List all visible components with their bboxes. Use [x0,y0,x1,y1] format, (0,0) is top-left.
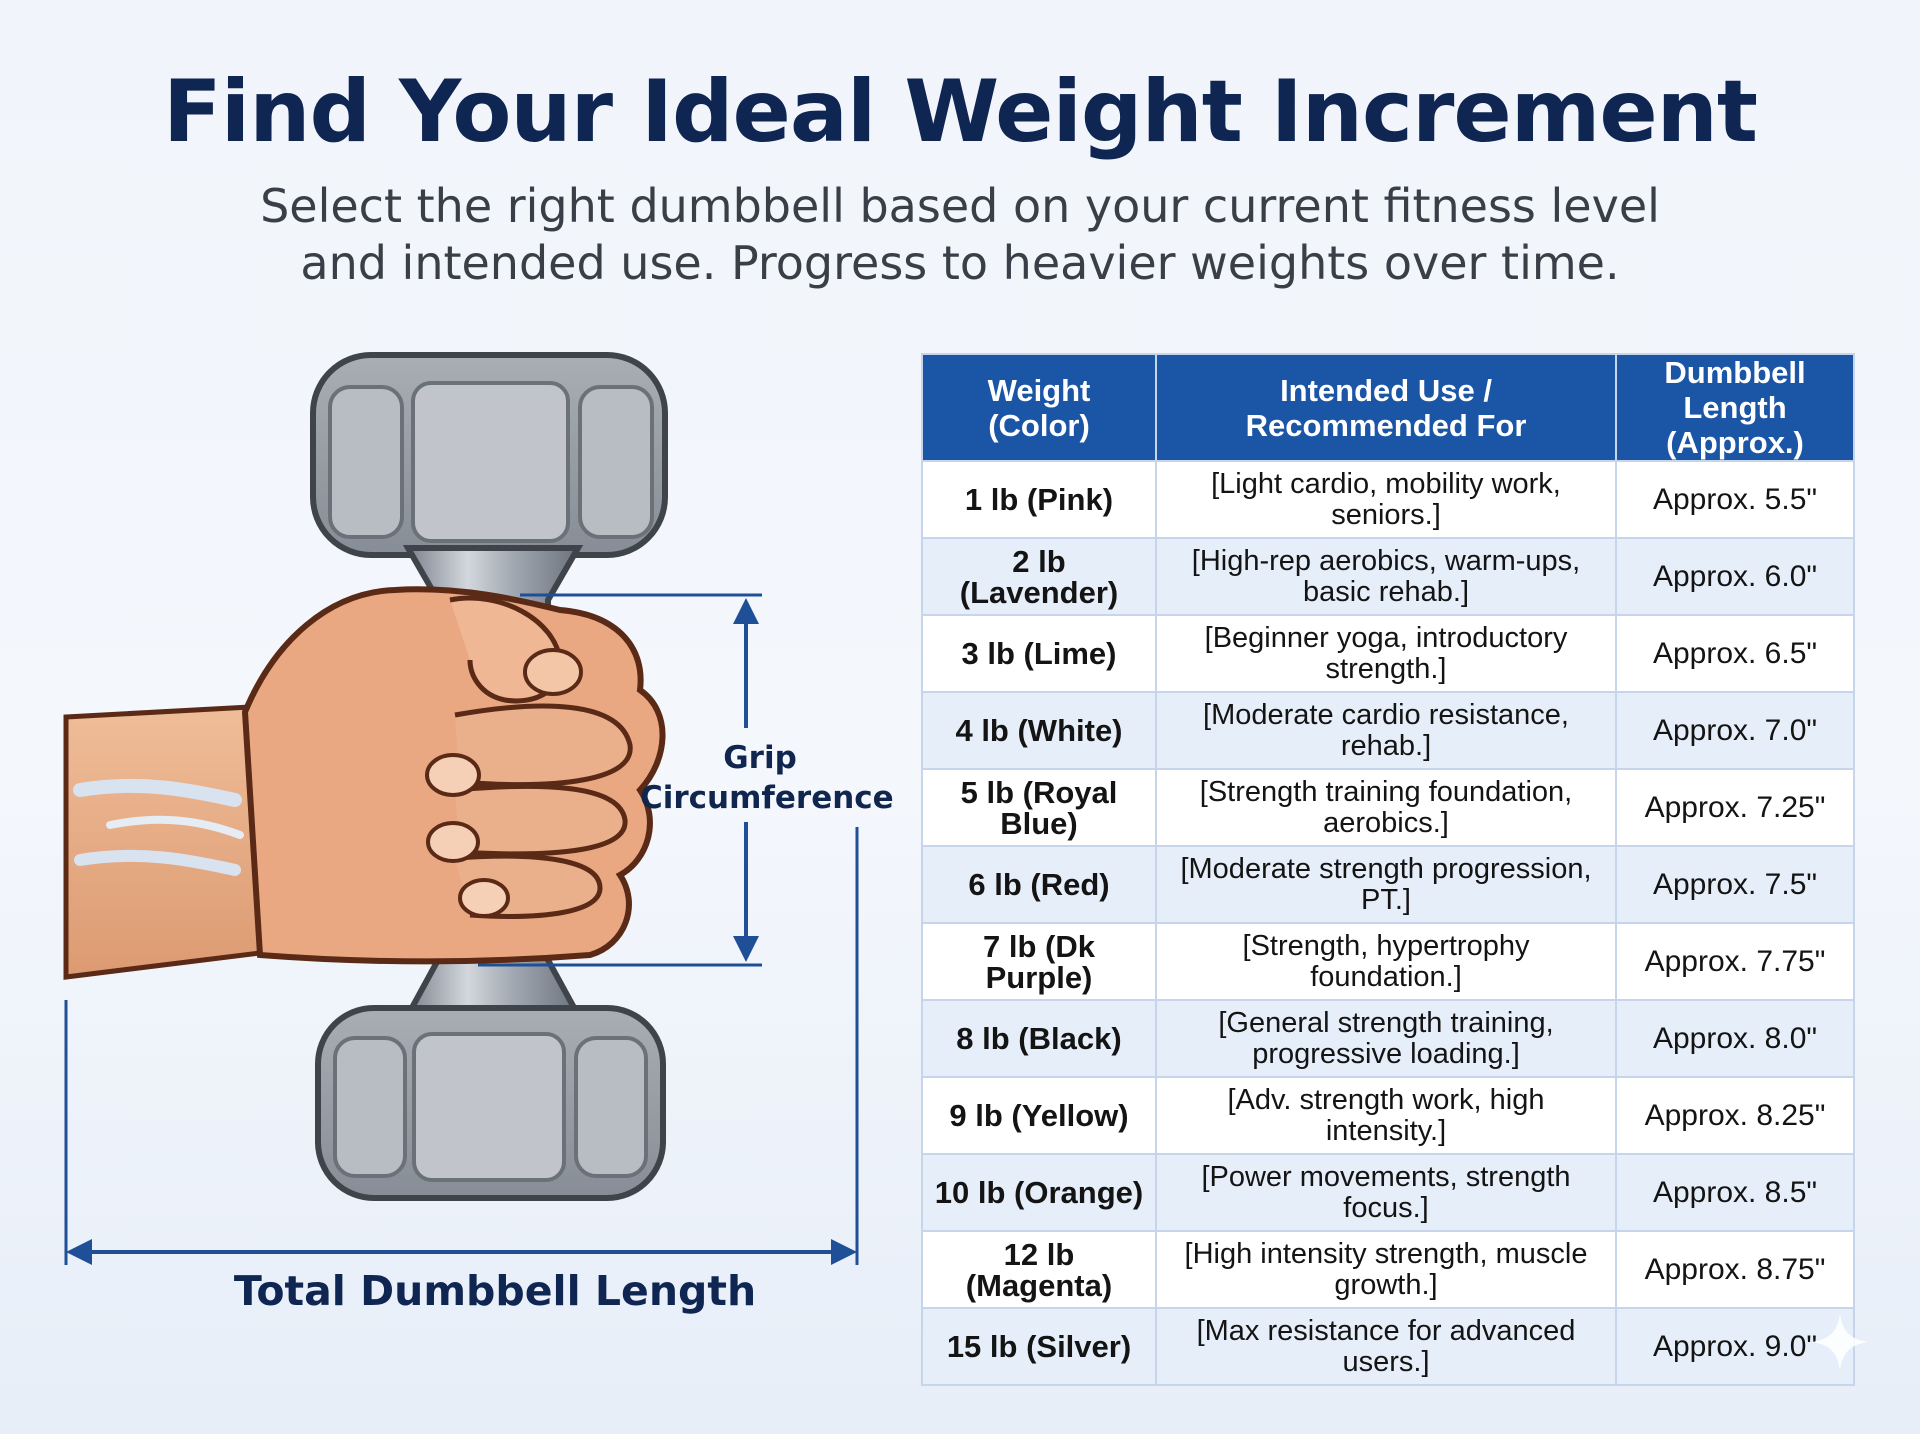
weight-cell: 6 lb (Red) [921,845,1157,924]
weight-table: Weight (Color) Intended Use / Recommende… [921,353,1855,1386]
intended-use-cell: [High-rep aerobics, warm-ups, basic reha… [1155,537,1617,616]
length-cell: Approx. 8.75" [1615,1230,1855,1309]
weight-cell: 12 lb (Magenta) [921,1230,1157,1309]
table-header-row: Weight (Color) Intended Use / Recommende… [921,353,1855,462]
dumbbell-bottom-head [315,1005,666,1201]
length-cell: Approx. 7.25" [1615,768,1855,847]
grip-dimension [478,593,762,967]
intended-use-cell: [Moderate cardio resistance, rehab.] [1155,691,1617,770]
intended-use-cell: [Max resistance for advanced users.] [1155,1307,1617,1386]
table-row: 1 lb (Pink) [Light cardio, mobility work… [921,460,1855,539]
table-row: 10 lb (Orange) [Power movements, strengt… [921,1153,1855,1232]
total-length-dimension [64,827,859,1265]
page-title: Find Your Ideal Weight Increment [163,62,1758,162]
intended-use-cell: [High intensity strength, muscle growth.… [1155,1230,1617,1309]
page-subtitle: Select the right dumbbell based on your … [260,179,1660,290]
intended-use-cell: [Adv. strength work, high intensity.] [1155,1076,1617,1155]
header-weight: Weight (Color) [921,353,1157,462]
intended-use-cell: [General strength training, progressive … [1155,999,1617,1078]
table-row: 7 lb (Dk Purple) [Strength, hypertrophy … [921,922,1855,1001]
length-cell: Approx. 8.5" [1615,1153,1855,1232]
header-use-line1: Intended Use / [1280,372,1492,408]
sparkle-icon [1812,1314,1868,1370]
total-length-label: Total Dumbbell Length [233,1267,757,1315]
table-row: 9 lb (Yellow) [Adv. strength work, high … [921,1076,1855,1155]
header-use-line2: Recommended For [1245,407,1527,443]
table-row: 8 lb (Black) [General strength training,… [921,999,1855,1078]
weight-cell: 3 lb (Lime) [921,614,1157,693]
hand [241,586,666,965]
length-cell: Approx. 8.0" [1615,999,1855,1078]
weight-cell: 15 lb (Silver) [921,1307,1157,1386]
table-row: 4 lb (White) [Moderate cardio resistance… [921,691,1855,770]
intended-use-cell: [Beginner yoga, introductory strength.] [1155,614,1617,693]
table-row: 12 lb (Magenta) [High intensity strength… [921,1230,1855,1309]
length-cell: Approx. 9.0" [1615,1307,1855,1386]
weight-cell: 9 lb (Yellow) [921,1076,1157,1155]
weight-cell: 7 lb (Dk Purple) [921,922,1157,1001]
length-cell: Approx. 8.25" [1615,1076,1855,1155]
length-cell: Approx. 7.5" [1615,845,1855,924]
header-weight-line2: (Color) [988,407,1090,443]
weight-cell: 5 lb (Royal Blue) [921,768,1157,847]
weight-cell: 2 lb (Lavender) [921,537,1157,616]
grip-circumference-label: Grip Circumference [640,738,894,818]
weight-cell: 4 lb (White) [921,691,1157,770]
table-row: 6 lb (Red) [Moderate strength progressio… [921,845,1855,924]
header-length-line2: (Approx.) [1666,425,1804,460]
grip-label-line1: Grip [723,740,797,776]
length-cell: Approx. 6.5" [1615,614,1855,693]
weight-cell: 10 lb (Orange) [921,1153,1157,1232]
table-row: 3 lb (Lime) [Beginner yoga, introductory… [921,614,1855,693]
length-cell: Approx. 6.0" [1615,537,1855,616]
dumbbell-top-head [310,352,668,558]
grip-label-line2: Circumference [640,780,894,816]
intended-use-cell: [Power movements, strength focus.] [1155,1153,1617,1232]
weight-cell: 1 lb (Pink) [921,460,1157,539]
header-weight-line1: Weight [987,372,1091,408]
length-cell: Approx. 7.75" [1615,922,1855,1001]
header-dumbbell-length: Dumbbell Length (Approx.) [1615,353,1855,462]
intended-use-cell: [Moderate strength progression, PT.] [1155,845,1617,924]
table-row: 5 lb (Royal Blue) [Strength training fou… [921,768,1855,847]
length-cell: Approx. 7.0" [1615,691,1855,770]
length-cell: Approx. 5.5" [1615,460,1855,539]
intended-use-cell: [Strength training foundation, aerobics.… [1155,768,1617,847]
intended-use-cell: [Light cardio, mobility work, seniors.] [1155,460,1617,539]
dumbbell-illustration [63,352,859,1265]
header-intended-use: Intended Use / Recommended For [1155,353,1617,462]
table-row: 2 lb (Lavender) [High-rep aerobics, warm… [921,537,1855,616]
intended-use-cell: [Strength, hypertrophy foundation.] [1155,922,1617,1001]
weight-cell: 8 lb (Black) [921,999,1157,1078]
table-row: 15 lb (Silver) [Max resistance for advan… [921,1307,1855,1386]
forearm [63,704,263,980]
header-length-line1: Dumbbell Length [1664,355,1806,425]
